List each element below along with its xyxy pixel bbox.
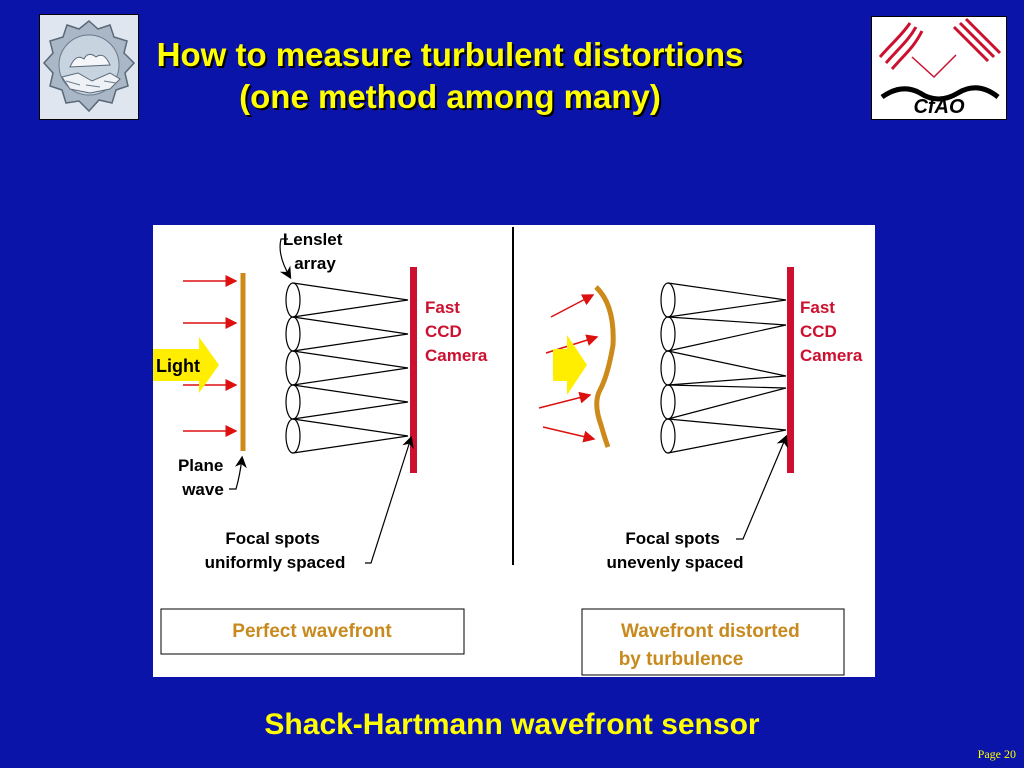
focal-spots-right-label: Focal spots unevenly spaced: [606, 529, 743, 572]
ccd-camera-left: [410, 267, 417, 473]
cfao-logo-text: CfAO: [913, 96, 965, 118]
focal-spots-left-label: Focal spots uniformly spaced: [205, 529, 346, 572]
shack-hartmann-diagram: Light Fast CCD Camera: [153, 225, 875, 677]
observatory-logo: [39, 14, 139, 120]
page-number: Page 20: [977, 747, 1016, 761]
right-panel: Fast CCD Camera Focal spots unevenly spa…: [538, 267, 863, 676]
plane-wave-label: Plane wave: [178, 456, 228, 499]
distorted-wavefront-box: [581, 608, 845, 676]
light-label: Light: [156, 356, 200, 376]
figure-caption: Shack-Hartmann wavefront sensor: [264, 708, 760, 741]
distorted-wavefront-label: Wavefront distorted by turbulence: [619, 621, 805, 670]
ccd-camera-right: [787, 267, 794, 473]
perfect-wavefront-label: Perfect wavefront: [232, 621, 392, 642]
lenslet-array-right: [660, 282, 787, 454]
light-arrow-right: [553, 335, 587, 395]
perfect-wavefront-box: [160, 608, 465, 655]
camera-label-right: Fast CCD Camera: [800, 298, 863, 365]
plane-wave-pointer: [229, 455, 247, 490]
lenslet-label: Lenslet array: [283, 230, 347, 273]
focal-spots-left-pointer: [365, 435, 414, 564]
distorted-wavefront: [594, 285, 616, 448]
title-line-1: How to measure turbulent distortions: [156, 36, 744, 73]
lenslet-array-left: [285, 282, 409, 454]
title-line-2: (one method among many): [239, 78, 661, 115]
focal-spots-right-pointer: [736, 434, 788, 540]
left-panel: Light Fast CCD Camera: [153, 230, 488, 655]
lenslet-pointer: [279, 238, 292, 280]
light-arrow: [153, 337, 219, 393]
camera-label-left: Fast CCD Camera: [425, 298, 488, 365]
slide-title: How to measure turbulent distortions (on…: [150, 34, 750, 118]
incoming-rays-left: [183, 275, 238, 437]
cfao-logo: CfAO: [871, 16, 1007, 120]
